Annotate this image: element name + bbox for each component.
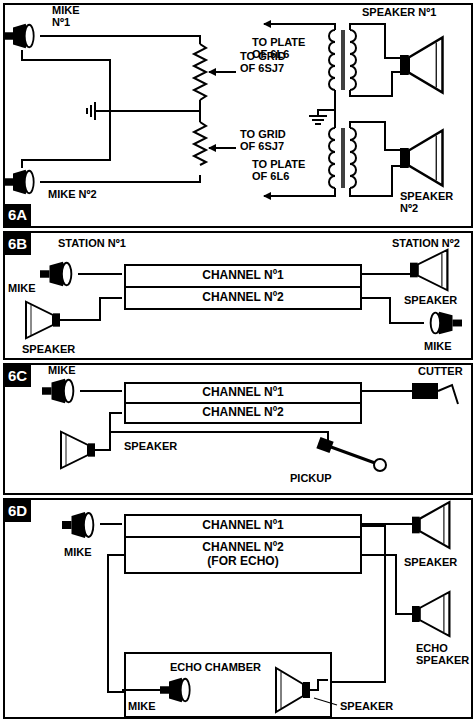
part-label: SPEAKER: [124, 440, 177, 452]
part-label: MIKE Nº2: [48, 188, 97, 200]
part-label: SPEAKER: [404, 556, 457, 568]
part-label: SPEAKER: [404, 294, 457, 306]
channel-box: CHANNEL Nº2: [124, 286, 362, 310]
part-label: TO PLATE OF 6L6: [252, 158, 314, 182]
wiper-arrow: [209, 72, 236, 148]
echo-wiring: [100, 524, 412, 705]
panel-number: 6A: [5, 204, 31, 226]
part-label: MIKE Nº1: [52, 4, 92, 28]
channel-box: CHANNEL Nº1: [124, 514, 362, 538]
panel-number: 6B: [5, 233, 31, 255]
channel-box: CHANNEL Nº1: [124, 264, 362, 288]
figure-panel: 6B CHANNEL Nº1CHANNEL Nº2: [3, 231, 473, 360]
channel-label: CHANNEL Nº2 (FOR ECHO): [187, 541, 299, 569]
panel-number: 6C: [5, 365, 31, 387]
part-label: TO PLATE OF 6L6: [252, 36, 314, 60]
part-label: STATION Nº1: [58, 237, 126, 249]
echo-symbols: [62, 502, 449, 712]
part-label: CUTTER: [418, 365, 463, 377]
input-wiring: [22, 36, 200, 182]
ground-symbol: [87, 102, 95, 120]
speaker-symbol: [400, 38, 443, 186]
part-label: SPEAKER Nº1: [362, 6, 436, 18]
potentiometer-symbol: [194, 44, 206, 165]
part-label: MIKE: [48, 364, 76, 376]
wire-connector: [108, 555, 124, 692]
channel-box: CHANNEL Nº2: [124, 402, 362, 424]
channel-label: CHANNEL Nº1: [202, 269, 284, 283]
channel-box: CHANNEL Nº1: [124, 382, 362, 404]
chamber-label: ECHO CHAMBER: [170, 661, 261, 674]
station-symbols: [26, 250, 462, 338]
part-label: ECHO SPEAKER: [416, 642, 476, 666]
channel-label: CHANNEL Nº1: [202, 519, 284, 533]
ground-symbol: [309, 116, 327, 124]
part-label: SPEAKER Nº2: [400, 190, 462, 214]
figure-panel: 6C CHANNEL Nº1CHANNEL Nº2: [3, 363, 473, 495]
part-label: SPEAKER: [22, 343, 75, 355]
recording-symbols: [42, 379, 458, 471]
panel-number: 6D: [5, 500, 31, 522]
part-label: PICKUP: [290, 472, 332, 484]
part-label: STATION Nº2: [392, 237, 460, 249]
channel-box: CHANNEL Nº2 (FOR ECHO): [124, 536, 362, 574]
part-label: MIKE: [424, 340, 452, 352]
channel-label: CHANNEL Nº2: [202, 291, 284, 305]
figure-panel: 6D CHANNEL Nº1CHANNEL Nº2 (FOR ECHO) ECHO …: [3, 498, 473, 719]
part-label: MIKE: [8, 282, 36, 294]
part-label: TO GRID OF 6SJ7: [240, 128, 298, 152]
mike-symbol: [4, 24, 34, 194]
part-label: MIKE: [128, 700, 156, 712]
part-label: MIKE: [64, 546, 92, 558]
channel-label: CHANNEL Nº1: [202, 386, 284, 400]
part-label: SPEAKER: [340, 700, 393, 712]
channel-label: CHANNEL Nº2: [202, 406, 284, 420]
